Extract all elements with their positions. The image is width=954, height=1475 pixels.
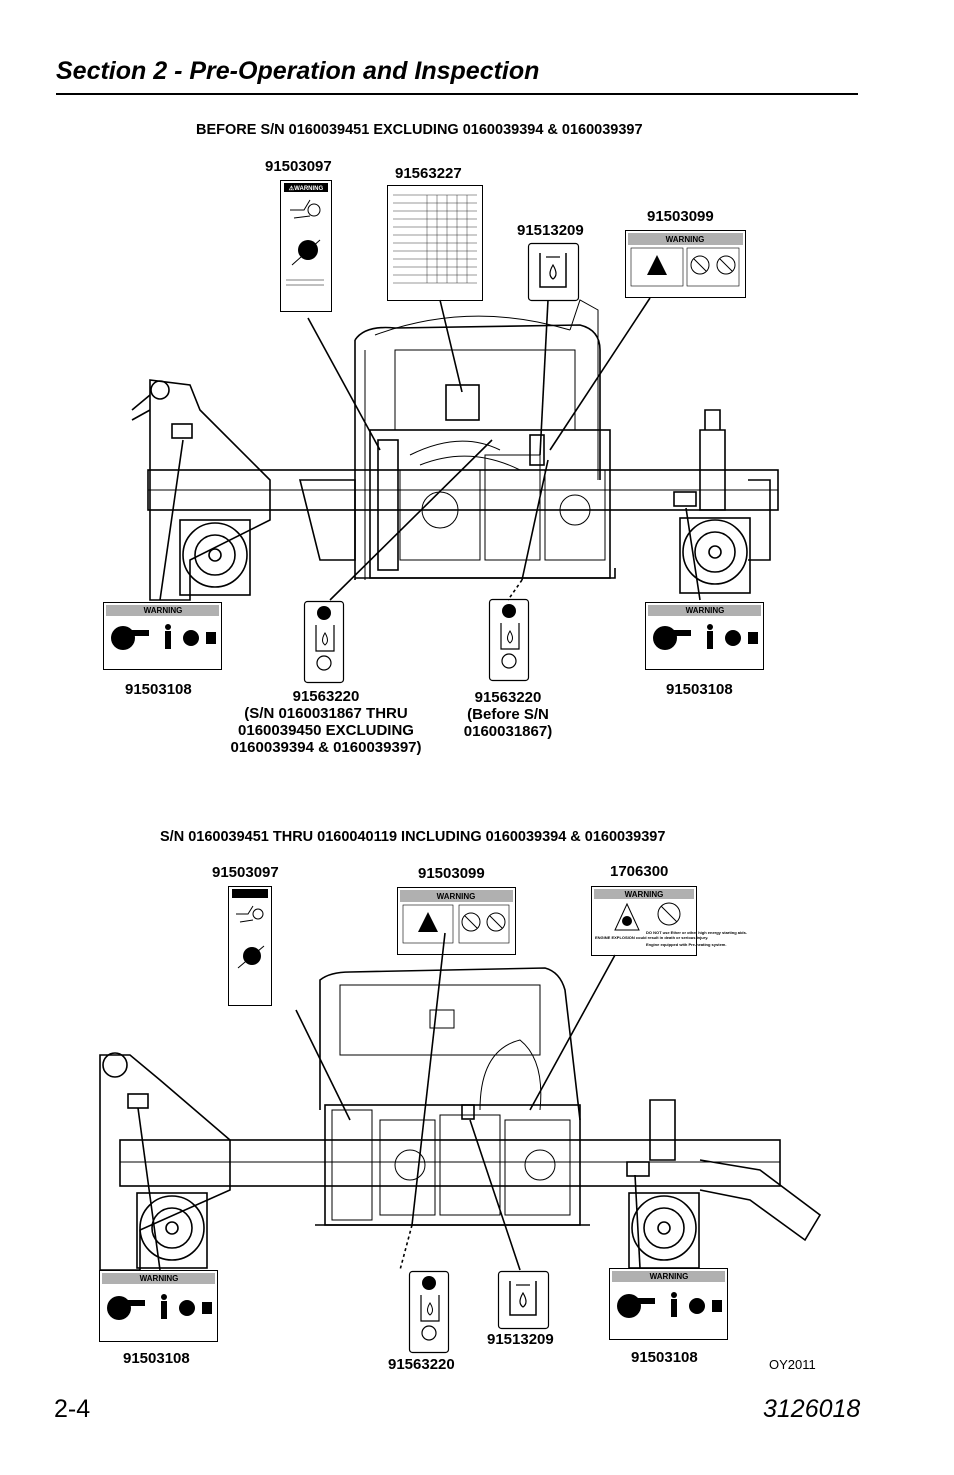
decal-top-91503108-right: WARNING <box>645 602 764 670</box>
decal-top-91563220-a <box>303 600 345 684</box>
label-top-91513209: 91513209 <box>517 222 584 239</box>
header-rule <box>56 93 858 95</box>
decal-bottom-1706300: WARNING ENGINE EXPLOSION could result in… <box>591 886 747 956</box>
figure-id: OY2011 <box>769 1357 816 1372</box>
decal-bottom-91503097 <box>228 886 272 1006</box>
label-top-91563220-a: 91563220 (S/N 0160031867 THRU 0160039450… <box>214 688 438 756</box>
decal-top-91563227 <box>387 185 483 301</box>
svg-text:ENGINE EXPLOSION could result: ENGINE EXPLOSION could result in death o… <box>595 935 708 940</box>
svg-text:⚠WARNING: ⚠WARNING <box>289 185 324 192</box>
svg-text:Engine equipped with Pre-heati: Engine equipped with Pre-heating system. <box>646 942 726 947</box>
label-top-91503099: 91503099 <box>647 208 714 225</box>
svg-text:WARNING: WARNING <box>144 606 183 615</box>
decal-top-91513209 <box>527 242 580 302</box>
bottom-diagram-heading: S/N 0160039451 THRU 0160040119 INCLUDING… <box>160 829 666 845</box>
label-bottom-91503108-right: 91503108 <box>631 1349 698 1366</box>
label-top-91563220-a-line4: 0160039394 & 0160039397) <box>230 739 422 756</box>
decal-top-91563220-b <box>488 598 530 682</box>
label-top-91563220-a-line2: (S/N 0160031867 THRU <box>244 705 408 722</box>
decal-top-91503097: ⚠WARNING <box>280 180 332 312</box>
document-number: 3126018 <box>763 1395 861 1423</box>
label-top-91563220-b-line1: 91563220 <box>474 689 542 706</box>
svg-text:WARNING: WARNING <box>650 1272 689 1281</box>
label-bottom-91563220: 91563220 <box>388 1356 455 1373</box>
decal-top-91503108-left: WARNING <box>103 602 222 670</box>
svg-text:WARNING: WARNING <box>140 1274 179 1283</box>
top-diagram-heading: BEFORE S/N 0160039451 EXCLUDING 01600393… <box>196 122 643 138</box>
decal-bottom-91503108-left: WARNING <box>99 1270 218 1342</box>
label-top-91563220-b-line2: (Before S/N <box>467 706 549 723</box>
label-top-91563227: 91563227 <box>395 165 462 182</box>
label-top-91503108-left: 91503108 <box>125 681 192 698</box>
svg-text:WARNING: WARNING <box>437 892 476 901</box>
label-bottom-91503097: 91503097 <box>212 864 279 881</box>
page-number: 2-4 <box>54 1395 91 1423</box>
label-top-91563220-b: 91563220 (Before S/N 0160031867) <box>448 689 568 740</box>
decal-top-91503099: WARNING <box>625 230 746 298</box>
label-top-91503097: 91503097 <box>265 158 332 175</box>
decal-bottom-91503099: WARNING <box>397 887 516 955</box>
section-title: Section 2 - Pre-Operation and Inspection <box>56 57 540 85</box>
label-bottom-91503099: 91503099 <box>418 865 485 882</box>
label-bottom-91503108-left: 91503108 <box>123 1350 190 1367</box>
label-top-91563220-b-line3: 0160031867) <box>463 723 553 740</box>
decal-bottom-91513209 <box>497 1270 550 1330</box>
svg-text:WARNING: WARNING <box>625 890 664 899</box>
svg-text:WARNING: WARNING <box>666 235 705 244</box>
svg-text:WARNING: WARNING <box>686 606 725 615</box>
label-bottom-91513209: 91513209 <box>487 1331 554 1348</box>
decal-bottom-91503108-right: WARNING <box>609 1268 728 1340</box>
label-top-91503108-right: 91503108 <box>666 681 733 698</box>
decal-bottom-91563220 <box>408 1270 450 1354</box>
label-bottom-1706300: 1706300 <box>610 863 669 880</box>
svg-text:DO NOT use Ether or other high: DO NOT use Ether or other high energy st… <box>646 930 747 935</box>
label-top-91563220-a-line3: 0160039450 EXCLUDING <box>238 722 414 739</box>
label-top-91563220-a-line1: 91563220 <box>292 688 360 705</box>
